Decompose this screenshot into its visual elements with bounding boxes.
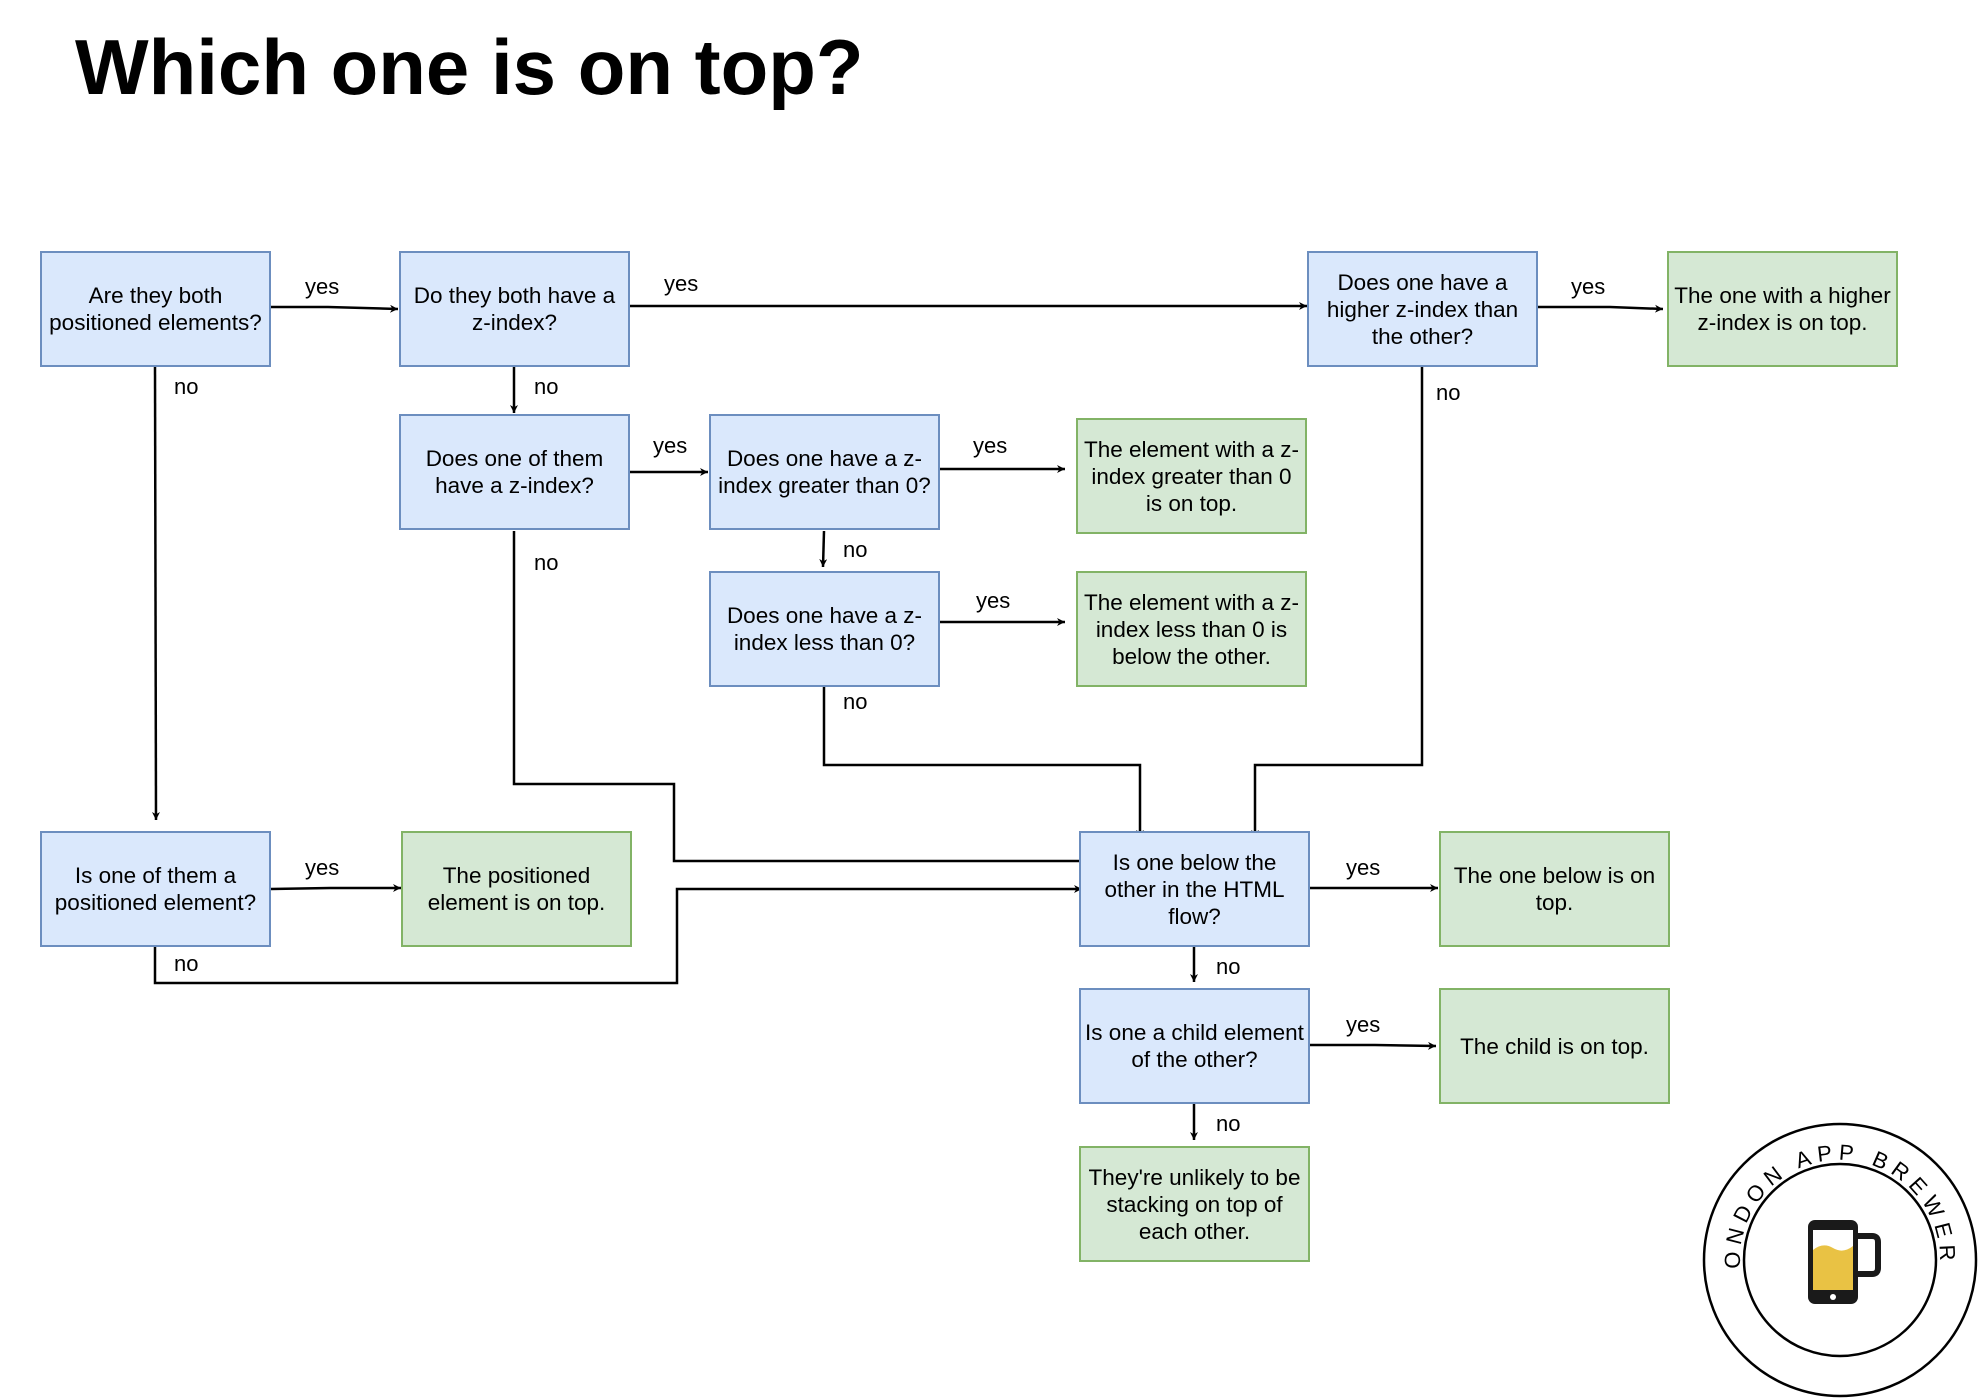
label-no: no	[174, 951, 199, 976]
label-no: no	[1436, 380, 1461, 405]
edge-higher-no	[1251, 367, 1424, 838]
label-no: no	[534, 374, 559, 399]
label-no: no	[1216, 1111, 1241, 1136]
page-title: Which one is on top?	[75, 23, 864, 111]
node-zindex-greater-0: Does one have a z-index greater than 0?	[709, 414, 940, 530]
edge-higher-yes	[1537, 304, 1664, 313]
label-yes: yes	[1346, 855, 1381, 880]
label-yes: yes	[1346, 1012, 1381, 1037]
label-no: no	[534, 550, 559, 575]
node-child-on-top: The child is on top.	[1439, 988, 1670, 1104]
label-yes: yes	[305, 274, 340, 299]
node-below-on-top: The one below is on top.	[1439, 831, 1670, 947]
label-yes: yes	[664, 271, 699, 296]
node-higher-on-top: The one with a higher z-index is on top.	[1667, 251, 1898, 367]
label-yes: yes	[1571, 274, 1606, 299]
label-yes: yes	[653, 433, 688, 458]
node-zindex-less-0: Does one have a z-index less than 0?	[709, 571, 940, 687]
node-higher-zindex: Does one have a higher z-index than the …	[1307, 251, 1538, 367]
node-one-positioned: Is one of them a positioned element?	[40, 831, 271, 947]
edge-onepos-yes	[270, 884, 401, 892]
edge-positioned-no	[151, 366, 160, 821]
flow-connectors	[151, 302, 1664, 1140]
edge-greater-no	[819, 530, 828, 568]
edge-child-yes	[1310, 1041, 1437, 1050]
label-yes: yes	[976, 588, 1011, 613]
label-no: no	[843, 689, 868, 714]
beer-phone-icon	[1808, 1220, 1881, 1304]
london-app-brewery-logo: LONDON APP BREWERY	[1700, 1120, 1978, 1398]
node-child-element: Is one a child element of the other?	[1079, 988, 1310, 1104]
node-positioned-on-top: The positioned element is on top.	[401, 831, 632, 947]
node-less-0-below: The element with a z-index less than 0 i…	[1076, 571, 1307, 687]
node-below-in-flow: Is one below the other in the HTML flow?	[1079, 831, 1310, 947]
edge-positioned-yes	[271, 304, 399, 313]
node-one-zindex: Does one of them have a z-index?	[399, 414, 630, 530]
edge-onepos-no	[153, 885, 1082, 985]
label-yes: yes	[973, 433, 1008, 458]
node-both-zindex: Do they both have a z-index?	[399, 251, 630, 367]
label-no: no	[1216, 954, 1241, 979]
node-unlikely-stacking: They're unlikely to be stacking on top o…	[1079, 1146, 1310, 1262]
label-no: no	[843, 537, 868, 562]
node-greater-0-on-top: The element with a z-index greater than …	[1076, 418, 1307, 534]
node-both-positioned: Are they both positioned elements?	[40, 251, 271, 367]
label-no: no	[174, 374, 199, 399]
label-yes: yes	[305, 855, 340, 880]
edge-less-no	[822, 686, 1144, 838]
